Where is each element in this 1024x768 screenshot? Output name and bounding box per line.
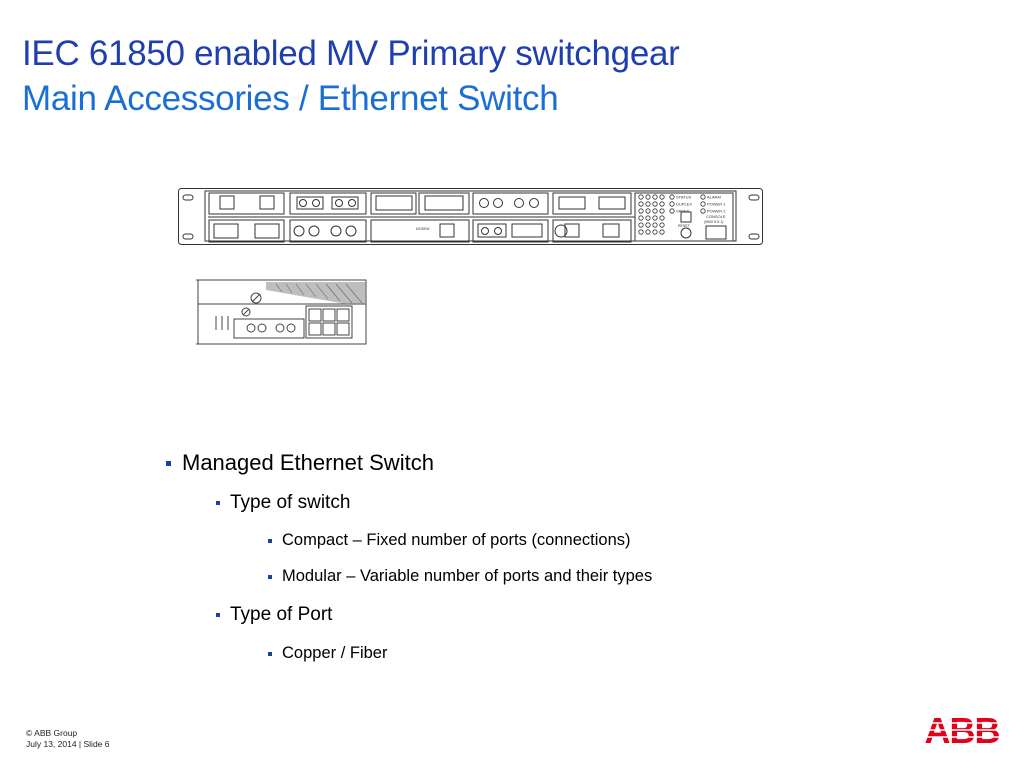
power2-label: POWER 2 [707,209,726,214]
bullet-text: Type of switch [230,492,351,513]
slide-subtitle: Main Accessories / Ethernet Switch [22,79,559,118]
bullet-marker [268,538,272,543]
bullet-marker [166,460,171,466]
footer-copyright: © ABB Group [26,728,78,738]
bullet-marker [268,651,272,656]
bullet-text: Type of Port [230,604,333,625]
power1-label: POWER 1 [707,202,726,207]
bullet-marker [216,613,220,617]
bullet-text: Compact – Fixed number of ports (connect… [282,531,631,549]
led-label-status: STATUS [676,195,692,200]
footer: © ABB Group July 13, 2014 | Slide 6 [26,728,110,750]
compact-switch-drawing [196,279,367,345]
rack-switch-drawing: STATUS DUPLEX SPEED ALARM POWER 1 POWER … [178,188,763,245]
bullet-compact: Compact – Fixed number of ports (connect… [268,531,631,550]
console-label: CONSOLE [706,214,726,219]
slide-title: IEC 61850 enabled MV Primary switchgear [22,34,680,73]
abb-logo: ABB [924,714,1000,746]
bullet-text: Managed Ethernet Switch [182,450,434,475]
bullet-marker [268,574,272,579]
footer-date-slide: July 13, 2014 | Slide 6 [26,739,110,749]
bullet-marker [216,501,220,505]
bullet-type-of-port: Type of Port [216,604,332,626]
bullet-text: Modular – Variable number of ports and t… [282,567,653,585]
modem-label: MODEM [416,227,430,231]
bullet-managed-switch: Managed Ethernet Switch [166,450,434,476]
alarm-label: ALARM [707,195,721,200]
reset-label: RESET [678,224,691,228]
bullet-modular: Modular – Variable number of ports and t… [268,567,652,586]
led-label-speed: SPEED [676,209,690,214]
led-label-duplex: DUPLEX [676,202,692,207]
bullet-copper-fiber: Copper / Fiber [268,644,387,663]
console-sub-label: (9600 N 8 1) [704,220,723,224]
bullet-text: Copper / Fiber [282,644,388,662]
bullet-type-of-switch: Type of switch [216,492,350,514]
